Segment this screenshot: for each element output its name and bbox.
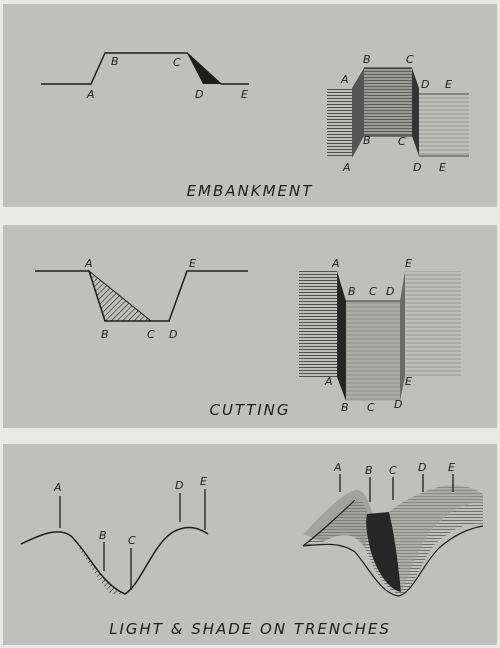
cutting-profile-label-e: E bbox=[189, 257, 196, 270]
cutting-sketch-label-c-top: C bbox=[369, 285, 377, 298]
trenches-sketch: A B C D E bbox=[303, 461, 483, 596]
trenches-drawings: A B C D E A B bbox=[3, 444, 497, 645]
cutting-profile-label-b: B bbox=[101, 328, 109, 341]
trenches-sketch-label-e: E bbox=[448, 461, 455, 474]
cutting-panel: A B C D E A B C D E A B bbox=[3, 225, 497, 428]
cutting-profile: A B C D E bbox=[35, 257, 248, 341]
embankment-profile-label-e: E bbox=[241, 88, 248, 101]
cutting-sketch-label-a-bottom: A bbox=[324, 375, 333, 388]
trenches-sketch-label-a: A bbox=[333, 461, 342, 474]
embankment-sketch-label-c-bottom: C bbox=[398, 135, 406, 148]
embankment-sketch-label-e-top: E bbox=[445, 78, 452, 91]
embankment-sketch-label-b-bottom: B bbox=[363, 134, 371, 147]
cutting-caption: CUTTING bbox=[3, 401, 497, 419]
trenches-sketch-label-b: B bbox=[365, 464, 373, 477]
trenches-profile: A B C D E bbox=[21, 475, 208, 594]
cutting-profile-label-a: A bbox=[84, 257, 93, 270]
cutting-sketch: A B C D E A B C D E bbox=[299, 257, 461, 414]
embankment-sketch-label-a-bottom: A bbox=[342, 161, 351, 174]
embankment-profile-label-b: B bbox=[111, 55, 119, 68]
embankment-sketch-label-d-bottom: D bbox=[413, 161, 421, 174]
cutting-sketch-label-a-top: A bbox=[331, 257, 340, 270]
trenches-sketch-label-c: C bbox=[389, 464, 397, 477]
embankment-sketch-label-e-bottom: E bbox=[439, 161, 446, 174]
embankment-sketch-label-a-top: A bbox=[340, 73, 349, 86]
trenches-sketch-label-d: D bbox=[418, 461, 426, 474]
cutting-sketch-label-e-top: E bbox=[405, 257, 412, 270]
embankment-sketch: A B C D E A B C D E bbox=[327, 53, 469, 174]
embankment-caption: EMBANKMENT bbox=[3, 182, 497, 200]
trenches-profile-label-b: B bbox=[99, 529, 107, 542]
trenches-profile-label-e: E bbox=[200, 475, 207, 488]
trenches-profile-label-d: D bbox=[175, 479, 183, 492]
embankment-sketch-label-d-top: D bbox=[421, 78, 429, 91]
cutting-profile-label-d: D bbox=[169, 328, 177, 341]
trenches-profile-label-a: A bbox=[53, 481, 62, 494]
trenches-profile-label-c: C bbox=[128, 534, 136, 547]
embankment-profile-label-c: C bbox=[173, 56, 181, 69]
cutting-drawings: A B C D E A B C D E A B bbox=[3, 225, 497, 428]
trenches-caption: LIGHT & SHADE ON TRENCHES bbox=[3, 620, 497, 638]
trenches-panel: A B C D E A B bbox=[3, 444, 497, 645]
cutting-profile-label-c: C bbox=[147, 328, 155, 341]
embankment-panel: A B C D E A B C D bbox=[3, 4, 497, 207]
cutting-sketch-label-b-top: B bbox=[348, 285, 356, 298]
embankment-sketch-label-c-top: C bbox=[406, 53, 414, 66]
cutting-sketch-label-d-top: D bbox=[386, 285, 394, 298]
embankment-sketch-label-b-top: B bbox=[363, 53, 371, 66]
embankment-profile: A B C D E bbox=[41, 53, 249, 101]
embankment-drawings: A B C D E A B C D bbox=[3, 4, 497, 207]
embankment-profile-label-d: D bbox=[195, 88, 203, 101]
cutting-sketch-label-e-bottom: E bbox=[405, 375, 412, 388]
embankment-profile-label-a: A bbox=[86, 88, 95, 101]
